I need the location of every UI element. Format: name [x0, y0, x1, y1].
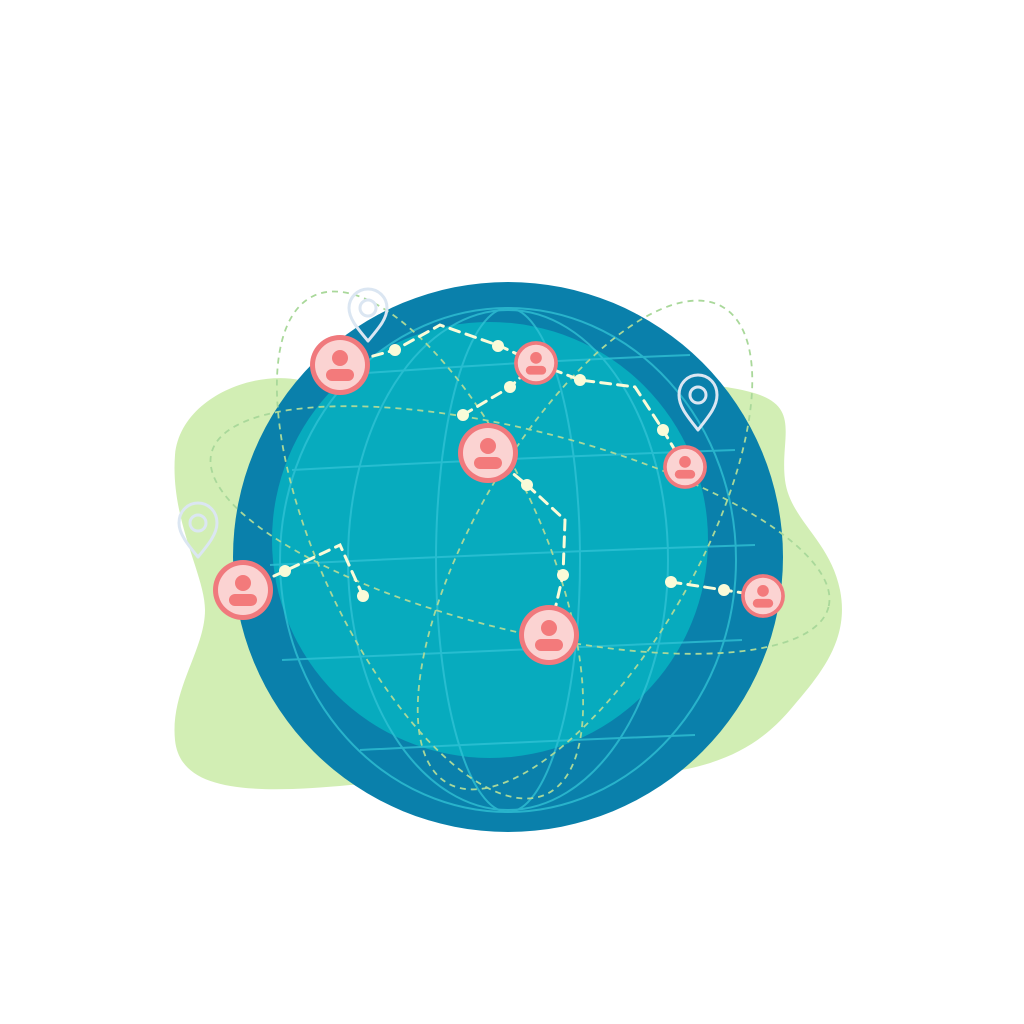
globe-inner [272, 322, 708, 758]
location-pins [177, 287, 719, 559]
meridian-outer [279, 307, 737, 813]
orbit-horizontal [209, 405, 831, 655]
node [557, 569, 569, 581]
orbit-tilted-left [275, 290, 585, 800]
location-pin-icon [677, 373, 719, 432]
globe-grid [269, 307, 756, 813]
route-center [486, 451, 567, 637]
user-avatar-icon [514, 341, 558, 385]
route-right [534, 361, 687, 469]
user-avatar-icon [741, 574, 785, 618]
user-avatar-icon [213, 560, 273, 620]
user-avatar-icon [458, 423, 518, 483]
user-avatar-icon [519, 605, 579, 665]
node [657, 424, 669, 436]
parallel-1 [339, 354, 691, 376]
orbit-paths [209, 290, 831, 800]
location-pin-icon [177, 501, 219, 559]
node [574, 374, 586, 386]
globe [233, 282, 783, 832]
node [492, 340, 504, 352]
connector-nodes [279, 340, 730, 602]
node [665, 576, 677, 588]
node [357, 590, 369, 602]
node [521, 479, 533, 491]
node [279, 565, 291, 577]
orbit-tilted-right [416, 299, 754, 791]
user-avatar-icon [663, 445, 707, 489]
node [504, 381, 516, 393]
node [457, 409, 469, 421]
location-pin-icon [347, 287, 389, 343]
node [389, 344, 401, 356]
user-avatar-icon [310, 335, 370, 395]
route-top [338, 323, 538, 367]
parallel-5 [359, 734, 696, 751]
parallel-3 [269, 544, 756, 566]
node [718, 584, 730, 596]
parallel-4 [281, 639, 743, 661]
